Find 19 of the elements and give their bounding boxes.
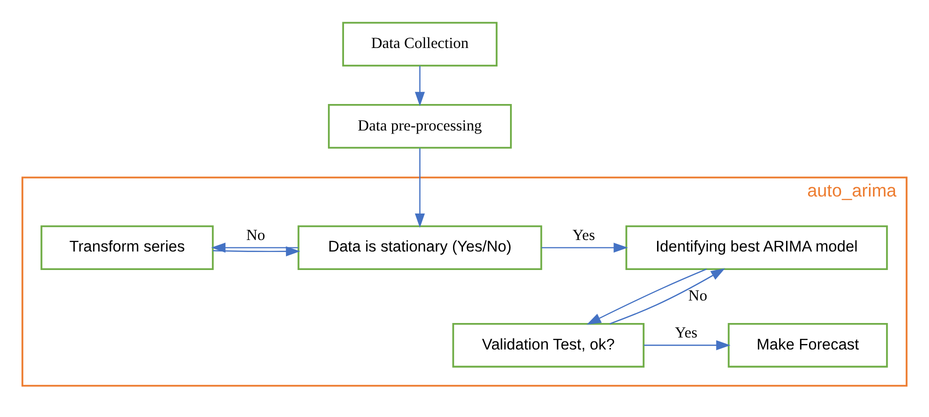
arrow bbox=[610, 268, 726, 324]
node-box: Data pre-processing bbox=[328, 103, 512, 148]
edge-label: Yes bbox=[674, 324, 698, 341]
node-box: Identifying best ARIMA model bbox=[625, 224, 888, 270]
arrow bbox=[414, 148, 425, 228]
arrow bbox=[644, 340, 730, 350]
node-box: Validation Test, ok? bbox=[452, 322, 644, 368]
arrow bbox=[541, 242, 628, 252]
edge-label: Yes bbox=[572, 226, 596, 244]
edge-label: No bbox=[688, 287, 708, 304]
node-box: Data Collection bbox=[342, 21, 498, 66]
node-box: Transform series bbox=[40, 224, 214, 270]
arrow bbox=[211, 242, 298, 252]
node-box: Data is stationary (Yes/No) bbox=[298, 224, 542, 270]
edge-label: No bbox=[246, 226, 266, 244]
arrow bbox=[212, 246, 300, 256]
node-box: Make Forecast bbox=[728, 322, 888, 368]
arrow bbox=[586, 268, 707, 324]
arrow bbox=[414, 65, 425, 106]
